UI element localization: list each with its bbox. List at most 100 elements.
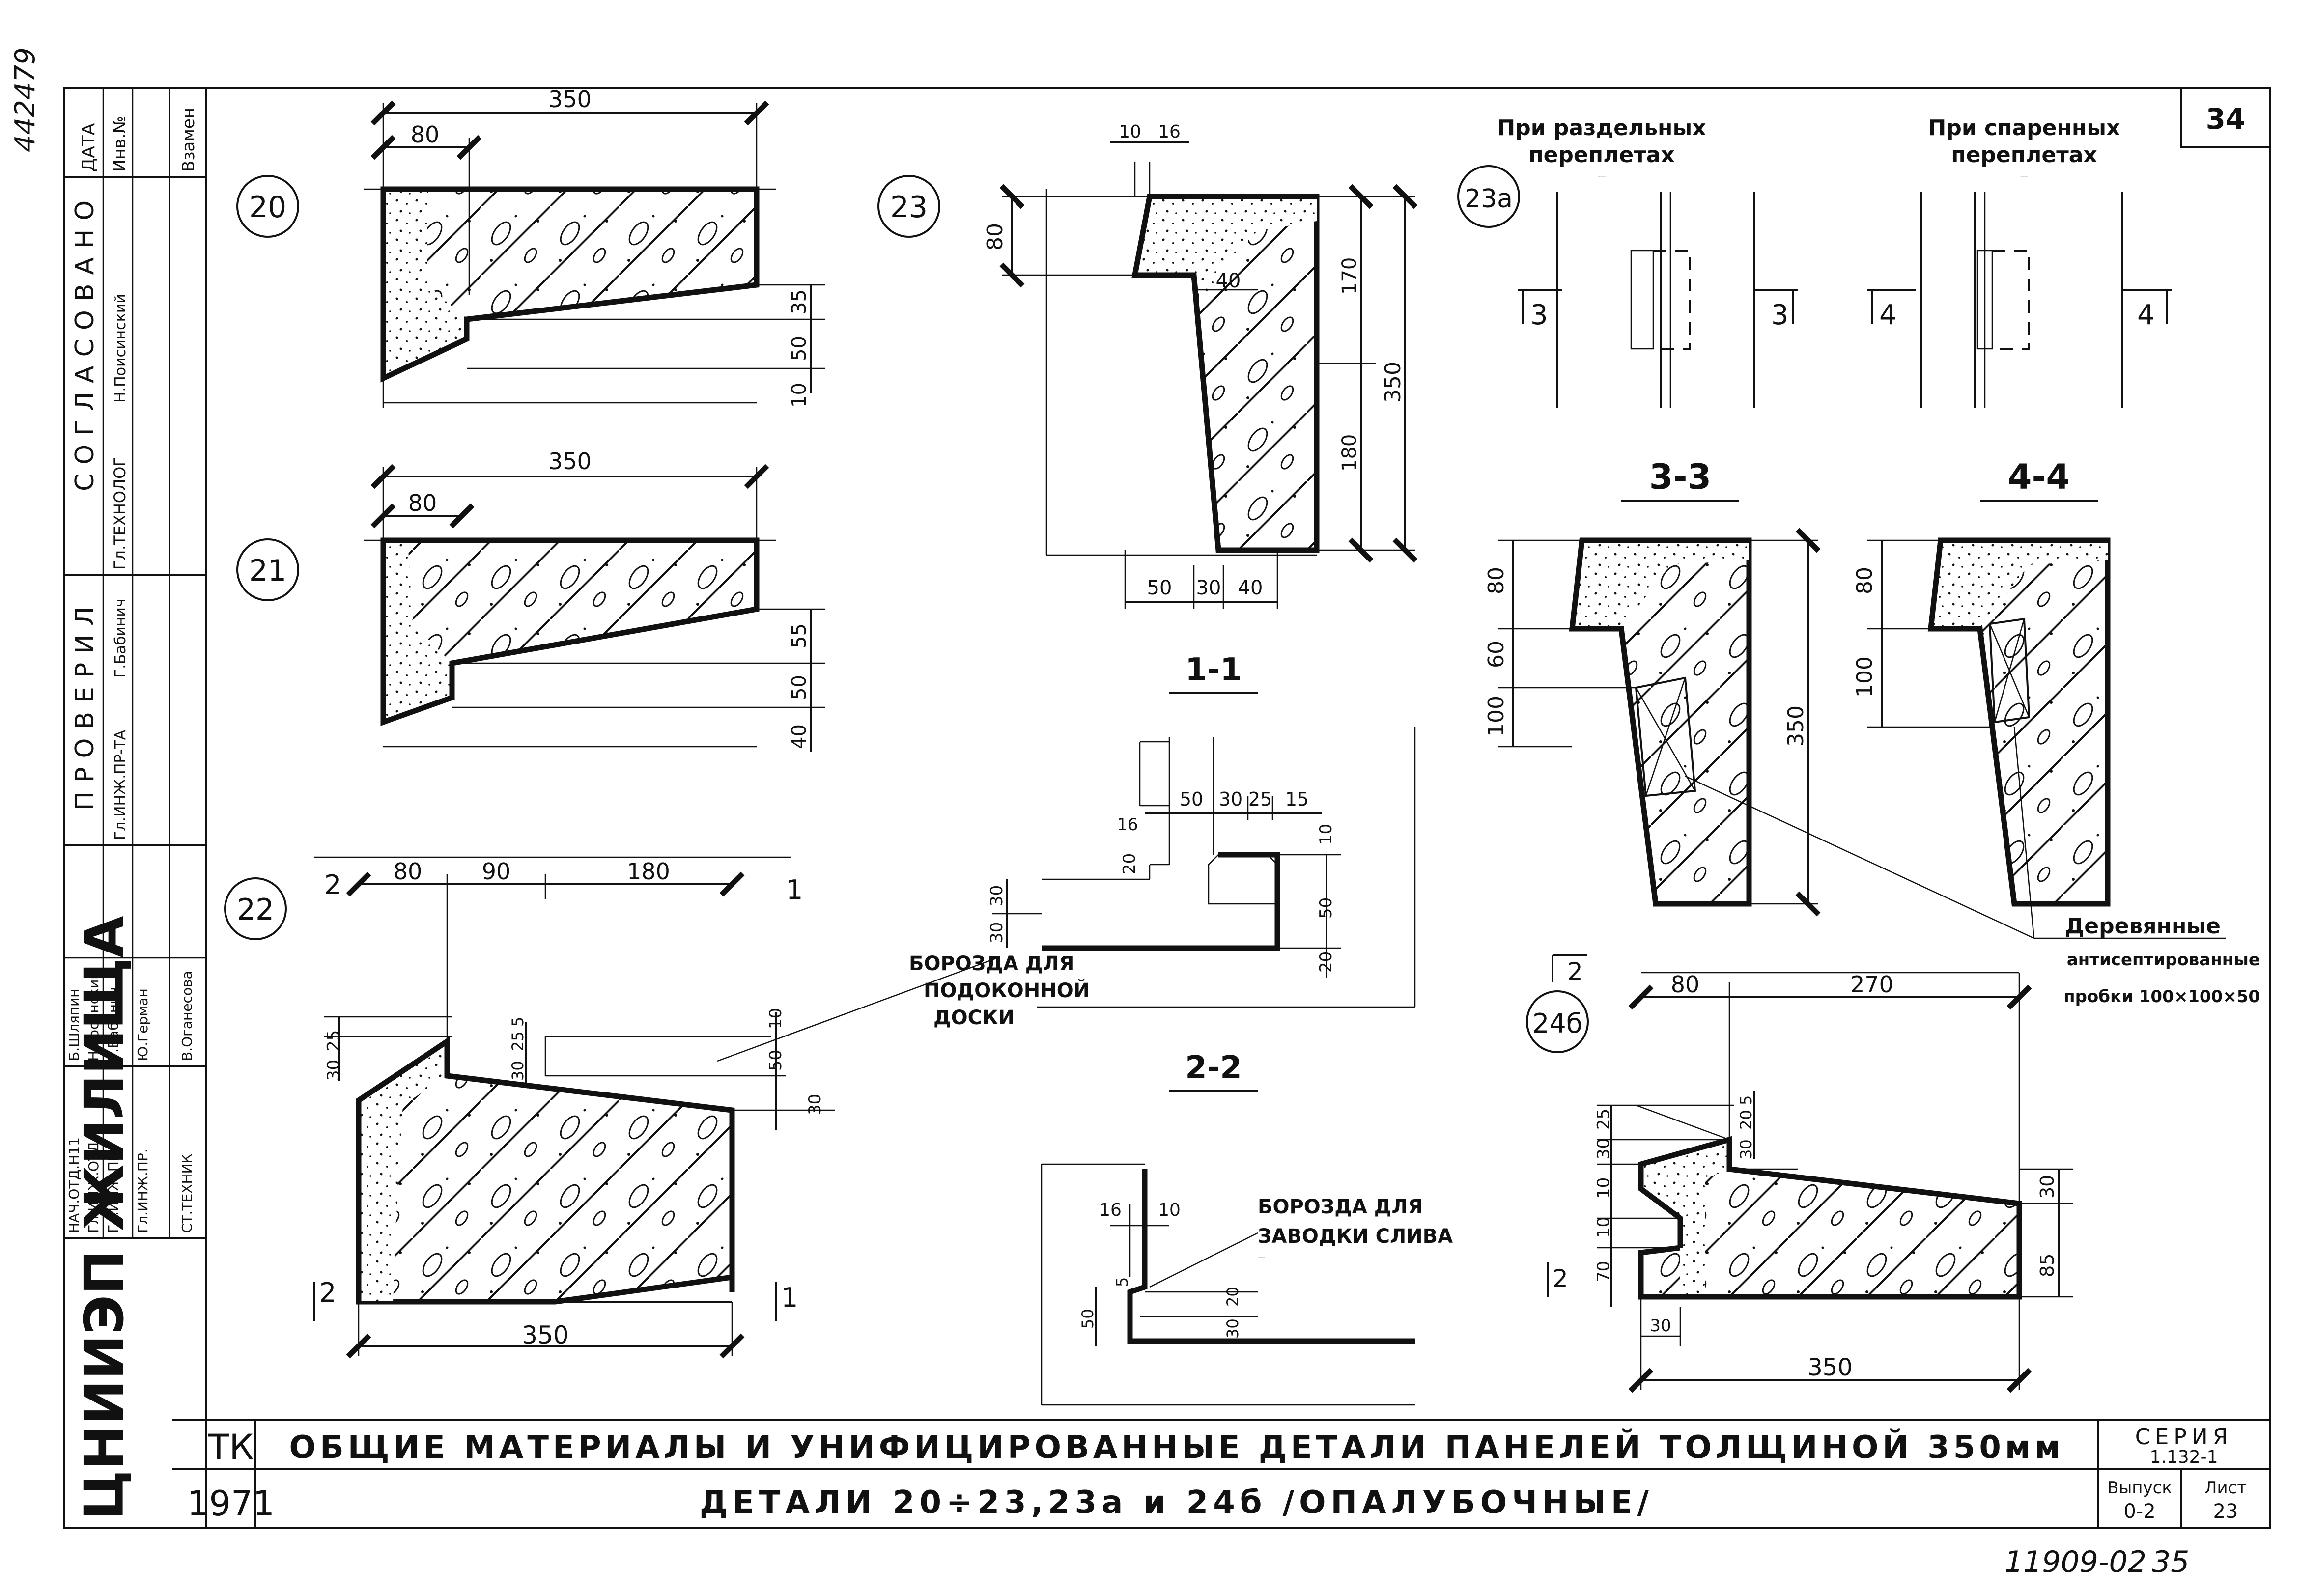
- stamp-staff-name-2: Г.Бабинич: [105, 987, 121, 1061]
- s22-dim-a: 16: [1099, 1200, 1122, 1220]
- plugs-note-line1: Деревянные: [2065, 914, 2221, 939]
- sill-note-line1: БОРОЗДА ДЛЯ: [909, 952, 1074, 975]
- section-2-2-label: 2-2: [1185, 1050, 1242, 1086]
- detail-20-bubble: [236, 175, 299, 238]
- d20-dim-left: 80: [411, 121, 440, 148]
- plugs-note-line2: антисептированные: [2067, 950, 2260, 970]
- drip-note-line1: БОРОЗДА ДЛЯ: [1258, 1196, 1423, 1218]
- tb-issue-value: 0-2: [2123, 1500, 2155, 1523]
- d22-dim-c: 180: [627, 858, 670, 885]
- d22-dim-b: 90: [482, 858, 511, 885]
- d20-dim-r1: 35: [788, 289, 811, 314]
- drip-note-bound: Борозда для заводки слива: [1258, 1257, 1265, 1258]
- stamp-agreed-name: Н.Поисинский: [112, 294, 129, 403]
- d23-dim-mid: 40: [1216, 270, 1241, 292]
- sill-note-line3: ДОСКИ: [933, 1007, 1015, 1029]
- d23a-head-right-line2: переплетах: [1951, 142, 2097, 168]
- detail-23: 23 10 16 80 40 170 180 350 50 30 40: [877, 122, 1418, 609]
- d20-dim-total: 350: [548, 86, 592, 112]
- d23-dim-left: 80: [983, 223, 1008, 251]
- sheet-number: 34: [2206, 102, 2246, 136]
- d23a-cut3-left: 3: [1530, 299, 1548, 331]
- d24b-dim-ll2: 10: [1594, 1217, 1613, 1238]
- detail-24b: 24б 2 2 80 270 30 25 10 10 70 30 20 5: [1526, 954, 2073, 1393]
- detail-22-bubble: [224, 877, 287, 940]
- d24b-cut-bottom: 2: [1553, 1264, 1568, 1293]
- d24b-cut-top: 2: [1567, 957, 1583, 986]
- s11-dim-b: 30: [1219, 788, 1242, 810]
- d22-dim-m1: 30: [508, 1061, 527, 1081]
- s11-dim-f: 20: [1120, 853, 1139, 874]
- detail-23-label: 23: [890, 190, 928, 224]
- section-1-1-label: 1-1: [1185, 652, 1242, 688]
- detail-23a-label: 23а: [1465, 184, 1513, 214]
- footer-page: 35: [2152, 1545, 2189, 1579]
- d24b-dim-ll3: 70: [1594, 1261, 1613, 1282]
- s11-dim-e: 16: [1117, 815, 1138, 835]
- d22-cut-right-top: 1: [786, 874, 803, 905]
- stamp-staff-name-1: Н.Росинский: [85, 970, 102, 1061]
- sill-note-line2: ПОДОКОННОЙ: [924, 979, 1090, 1002]
- tb-list-value: 23: [2213, 1500, 2238, 1523]
- d24b-dim-ll1: 10: [1594, 1177, 1613, 1199]
- stamp-header-replace: Взамен: [179, 108, 198, 172]
- stamp-staff-name-3: Ю.Герман: [135, 988, 151, 1061]
- tb-title-line1: ОБЩИЕ МАТЕРИАЛЫ И УНИФИЦИРОВАННЫЕ ДЕТАЛИ…: [289, 1428, 2064, 1466]
- stamp-header-date: ДАТА: [79, 123, 99, 172]
- org-name: ЦНИИЭП ЖИЛИЩА: [73, 916, 136, 1520]
- s11-dim-c: 25: [1248, 788, 1272, 810]
- stamp-staff-role-4: СТ.ТЕХНИК: [179, 1153, 195, 1233]
- d24b-dim-a: 80: [1671, 971, 1700, 998]
- section-4-4: 4-4 80 100: [1852, 457, 2111, 907]
- d22-cut-left-bottom: 2: [319, 1277, 336, 1308]
- d24b-dim-bottom: 350: [1807, 1354, 1853, 1381]
- section-4-4-label: 4-4: [2008, 457, 2070, 497]
- d24b-dim-b: 270: [1850, 971, 1893, 998]
- d23a-cut4-left: 4: [1879, 299, 1897, 331]
- section-3-3: 3-3 80 60 100 350: [1484, 457, 1821, 917]
- d20-dim-r3: 10: [788, 383, 811, 408]
- s33-dim-a: 80: [1484, 567, 1509, 594]
- s11-dim-r2: 50: [1316, 897, 1336, 919]
- s11-dim-r3: 20: [1316, 952, 1336, 973]
- d23a-head-left-bound: При раздельных переплетах: [1598, 176, 1606, 177]
- detail-21-bubble: [236, 538, 299, 601]
- d23-dim-b3: 40: [1238, 577, 1263, 599]
- side-stamp: ДАТА Инв.№ Взамен СОГЛАСОВАНО Гл.ТЕХНОЛО…: [63, 87, 207, 1529]
- d22-dim-a: 80: [394, 858, 423, 885]
- drip-note-line2: ЗАВОДКИ СЛИВА: [1258, 1225, 1453, 1248]
- stamp-staff-role-3: Гл.ИНЖ.ПР.: [135, 1148, 151, 1233]
- d20-dim-r2: 50: [788, 336, 811, 361]
- tb-series-label: СЕРИЯ: [2135, 1425, 2233, 1450]
- d22-dim-l2: 25: [324, 1030, 343, 1051]
- s11-dim-a: 50: [1180, 788, 1203, 810]
- d23-dim-t2: 16: [1158, 122, 1181, 142]
- d22-dim-l1: 30: [324, 1060, 343, 1081]
- stamp-checked-name: Г.Бабинич: [112, 598, 129, 678]
- detail-24b-label: 24б: [1532, 1008, 1582, 1039]
- wooden-plugs-note: Деревянные антисептированные пробки 100×…: [1685, 727, 2260, 1007]
- detail-21-label: 21: [249, 554, 286, 588]
- s22-dim-d: 50: [1078, 1309, 1097, 1329]
- stamp-checked-role: Гл.ИНЖ.ПР-ТА: [112, 729, 129, 840]
- d22-cut-left-top: 2: [324, 869, 341, 900]
- tb-list-label: Лист: [2204, 1478, 2247, 1498]
- d22-dim-bottom: 350: [522, 1321, 568, 1349]
- s11-dim-h: 30: [987, 885, 1007, 906]
- tb-title-line2: ДЕТАЛИ 20÷23,23а и 24б /ОПАЛУБОЧНЫЕ/: [700, 1484, 1654, 1521]
- d23a-head-right-line1: При спаренных: [1928, 115, 2120, 140]
- d23a-head-right-bound: При спаренных переплетах: [2021, 176, 2028, 177]
- detail-21: 21 350 80 55 50 40: [236, 448, 825, 752]
- d24b-dim-l1: 30: [1594, 1138, 1613, 1159]
- detail-23-bubble: [877, 175, 940, 238]
- d24b-dim-m2: 20: [1737, 1110, 1755, 1130]
- archive-number: 442479: [9, 47, 41, 152]
- d24b-dim-r1: 30: [2036, 1175, 2058, 1199]
- d21-dim-r3: 40: [788, 724, 811, 749]
- title-block: ТК 1971 ОБЩИЕ МАТЕРИАЛЫ И УНИФИЦИРОВАННЫ…: [187, 1425, 2247, 1579]
- d22-dim-m3: 5: [508, 1017, 527, 1027]
- d24b-dim-m1: 30: [1737, 1139, 1755, 1159]
- s44-dim-b: 100: [1852, 656, 1877, 698]
- stamp-agreed: СОГЛАСОВАНО: [70, 192, 100, 491]
- footer-code: 11909-02: [2004, 1545, 2146, 1579]
